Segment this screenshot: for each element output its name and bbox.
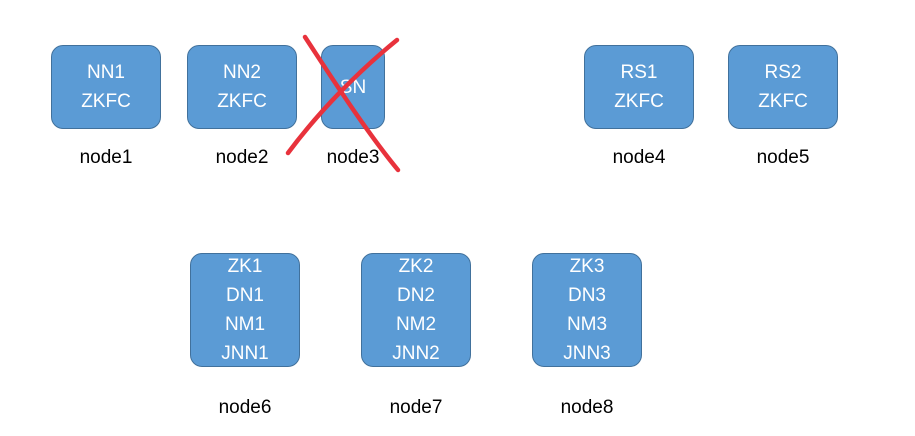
node7-service-nm2: NM2 — [395, 314, 437, 335]
node8-service-nm3: NM3 — [566, 314, 608, 335]
node7-service-zk2: ZK2 — [398, 256, 434, 277]
node3-service-sn: SN — [339, 76, 367, 98]
node2-label: node2 — [215, 147, 269, 168]
node5-label: node5 — [756, 147, 810, 168]
node4-box: RS1 ZKFC — [584, 45, 694, 129]
node6-label: node6 — [218, 397, 272, 418]
node4-service-rs1: RS1 — [620, 62, 658, 83]
node2-service-zkfc: ZKFC — [217, 91, 267, 112]
node5-service-zkfc: ZKFC — [758, 91, 808, 112]
node1-service-zkfc: ZKFC — [81, 91, 131, 112]
node2-service-nn2: NN2 — [222, 62, 261, 83]
node3-box: SN — [321, 45, 385, 129]
node3-label: node3 — [326, 147, 380, 168]
node7-box: ZK2 DN2 NM2 JNN2 — [361, 253, 471, 367]
node4-label: node4 — [612, 147, 666, 168]
node6-box: ZK1 DN1 NM1 JNN1 — [190, 253, 300, 367]
node2-box: NN2 ZKFC — [187, 45, 297, 129]
node5-box: RS2 ZKFC — [728, 45, 838, 129]
node5-service-rs2: RS2 — [764, 62, 802, 83]
node7-service-dn2: DN2 — [396, 285, 435, 306]
node7-service-jnn2: JNN2 — [392, 343, 440, 364]
node8-service-jnn3: JNN3 — [563, 343, 611, 364]
node6-service-jnn1: JNN1 — [221, 343, 269, 364]
node7-label: node7 — [389, 397, 443, 418]
node6-service-zk1: ZK1 — [227, 256, 263, 277]
node8-service-zk3: ZK3 — [569, 256, 605, 277]
node8-label: node8 — [560, 397, 614, 418]
node6-service-nm1: NM1 — [224, 314, 266, 335]
node4-service-zkfc: ZKFC — [614, 91, 664, 112]
node6-service-dn1: DN1 — [225, 285, 264, 306]
node8-service-dn3: DN3 — [567, 285, 606, 306]
node1-box: NN1 ZKFC — [51, 45, 161, 129]
node8-box: ZK3 DN3 NM3 JNN3 — [532, 253, 642, 367]
node1-label: node1 — [79, 147, 133, 168]
node1-service-nn1: NN1 — [86, 62, 125, 83]
